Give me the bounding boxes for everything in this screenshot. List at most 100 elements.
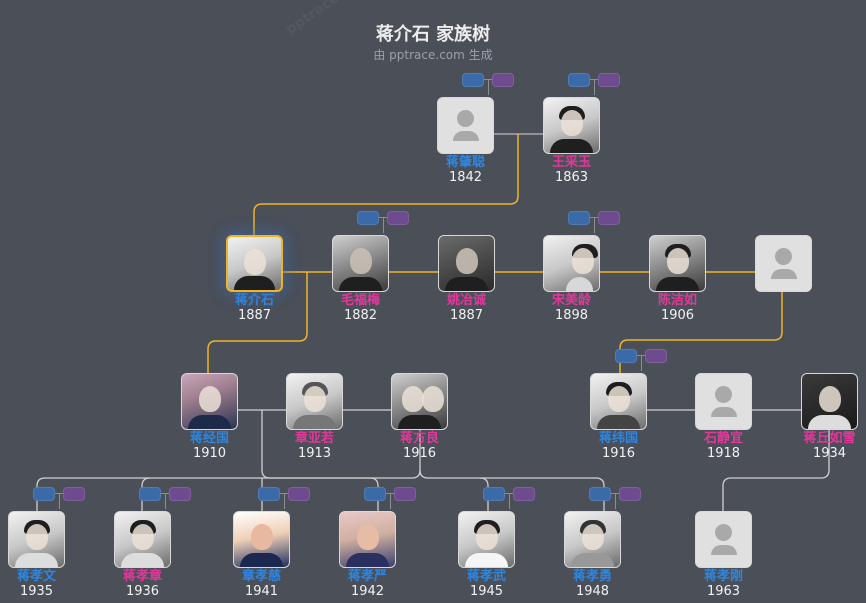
mother-toggle[interactable] [645,349,667,363]
placeholder-avatar-icon[interactable] [437,97,494,154]
birth-year: 1913 [297,446,332,461]
portrait-photo[interactable] [233,511,290,568]
person-node[interactable]: 姚冶诚 1887 [438,235,495,323]
mother-toggle[interactable] [169,487,191,501]
father-toggle[interactable] [589,487,611,501]
portrait-photo[interactable] [590,373,647,430]
person-node[interactable]: 蒋丘如雪 1934 [801,373,858,461]
father-toggle[interactable] [139,487,161,501]
person-name: 宋美龄 [551,293,591,308]
person-name: 蒋介石 [234,293,274,308]
person-node-focus[interactable]: 蒋介石 1887 [226,235,283,323]
placeholder-avatar-icon[interactable] [695,373,752,430]
person-node[interactable]: 蒋肇聪 1842 [437,97,494,185]
person-node[interactable]: 蒋孝严 1942 [339,511,396,599]
mother-toggle[interactable] [513,487,535,501]
person-name: 章亚若 [294,431,334,446]
portrait-photo[interactable] [543,97,600,154]
portrait-photo[interactable] [391,373,448,430]
person-name: 蒋孝勇 [572,569,612,584]
parents-toggle[interactable] [462,73,520,95]
birth-year: 1887 [237,308,272,323]
parents-toggle[interactable] [589,487,647,509]
mother-toggle[interactable] [598,211,620,225]
portrait-photo[interactable] [543,235,600,292]
parents-toggle[interactable] [568,211,626,233]
person-name: 姚冶诚 [446,293,486,308]
father-toggle[interactable] [462,73,484,87]
portrait-photo[interactable] [801,373,858,430]
person-node[interactable]: 章亚若 1913 [286,373,343,461]
portrait-photo[interactable] [114,511,171,568]
person-node[interactable]: 蒋经国 1910 [181,373,238,461]
portrait-photo[interactable] [181,373,238,430]
person-name: 蒋孝严 [347,569,387,584]
mother-toggle[interactable] [619,487,641,501]
birth-year: 1934 [812,446,847,461]
person-name: 蒋孝刚 [703,569,743,584]
person-name: 石静宜 [703,431,743,446]
parents-toggle[interactable] [357,211,415,233]
person-node[interactable]: 王采玉 1863 [543,97,600,185]
portrait-photo[interactable] [438,235,495,292]
birth-year: 1963 [706,584,741,599]
person-node[interactable]: 陈洁如 1906 [649,235,706,323]
mother-toggle[interactable] [492,73,514,87]
portrait-photo[interactable] [458,511,515,568]
person-name: 蒋孝章 [122,569,162,584]
person-name: 蒋方良 [399,431,439,446]
mother-toggle[interactable] [598,73,620,87]
father-toggle[interactable] [615,349,637,363]
mother-toggle[interactable] [63,487,85,501]
person-name: 陈洁如 [657,293,697,308]
person-node[interactable]: 蒋孝章 1936 [114,511,171,599]
father-toggle[interactable] [568,211,590,225]
parents-toggle[interactable] [364,487,422,509]
mother-toggle[interactable] [387,211,409,225]
parents-toggle[interactable] [615,349,673,371]
birth-year: 1906 [660,308,695,323]
person-node[interactable]: 蒋孝勇 1948 [564,511,621,599]
mother-toggle[interactable] [394,487,416,501]
father-toggle[interactable] [258,487,280,501]
parents-toggle[interactable] [258,487,316,509]
placeholder-avatar-icon[interactable] [695,511,752,568]
father-toggle[interactable] [568,73,590,87]
mother-toggle[interactable] [288,487,310,501]
person-name: 王采玉 [551,155,591,170]
portrait-photo[interactable] [8,511,65,568]
portrait-photo[interactable] [332,235,389,292]
birth-year: 1918 [706,446,741,461]
parents-toggle[interactable] [33,487,91,509]
parents-toggle[interactable] [139,487,197,509]
birth-year: 1882 [343,308,378,323]
father-toggle[interactable] [357,211,379,225]
portrait-photo[interactable] [226,235,283,292]
person-name: 蒋经国 [189,431,229,446]
page-subtitle: 由 pptrace.com 生成 [373,48,493,62]
portrait-photo[interactable] [286,373,343,430]
person-node[interactable]: 毛福梅 1882 [332,235,389,323]
father-toggle[interactable] [364,487,386,501]
parents-toggle[interactable] [483,487,541,509]
person-node[interactable]: 蒋孝刚 1963 [695,511,752,599]
person-node[interactable]: 蒋孝武 1945 [458,511,515,599]
father-toggle[interactable] [33,487,55,501]
placeholder-avatar-icon[interactable] [755,235,812,292]
person-name: 毛福梅 [340,293,380,308]
birth-year: 1916 [402,446,437,461]
parents-toggle[interactable] [568,73,626,95]
father-toggle[interactable] [483,487,505,501]
person-node[interactable]: 章孝慈 1941 [233,511,290,599]
person-node[interactable] [755,235,812,293]
person-node[interactable]: 蒋纬国 1916 [590,373,647,461]
portrait-photo[interactable] [649,235,706,292]
birth-year: 1936 [125,584,160,599]
portrait-photo[interactable] [339,511,396,568]
person-node[interactable]: 石静宜 1918 [695,373,752,461]
person-node[interactable]: 蒋方良 1916 [391,373,448,461]
portrait-photo[interactable] [564,511,621,568]
person-name: 蒋孝文 [16,569,56,584]
person-node[interactable]: 宋美龄 1898 [543,235,600,323]
person-node[interactable]: 蒋孝文 1935 [8,511,65,599]
